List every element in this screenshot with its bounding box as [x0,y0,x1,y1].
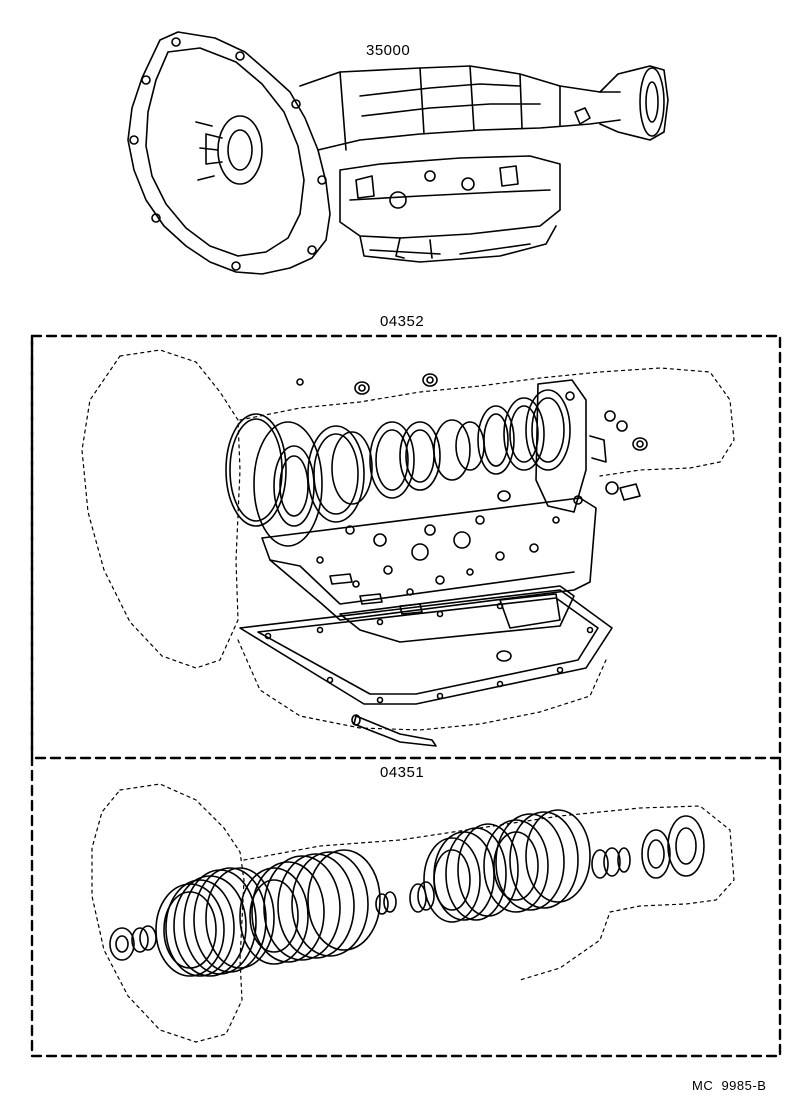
gasket-kit-part-label: 04351 [380,764,425,781]
transmission-assembly-drawing [127,31,669,275]
extension-gasket [535,379,607,513]
overhaul-kit-outer-box [30,334,782,1058]
filler-tube [351,714,437,747]
clutch-disc-set [109,809,705,977]
overhaul-kit-part-label: 04352 [380,313,425,330]
transmission-ghost-outline-lower [91,783,735,1043]
small-seals [296,373,648,662]
o-ring-set [225,389,571,547]
assembly-part-label: 35000 [366,42,411,59]
overhaul-kit-outline-box [30,334,782,760]
figure-code-label: MC 9985-B [692,1078,767,1093]
valve-body-gaskets [261,497,597,643]
oil-pan-gasket [239,589,613,705]
transmission-ghost-outline [81,349,735,731]
